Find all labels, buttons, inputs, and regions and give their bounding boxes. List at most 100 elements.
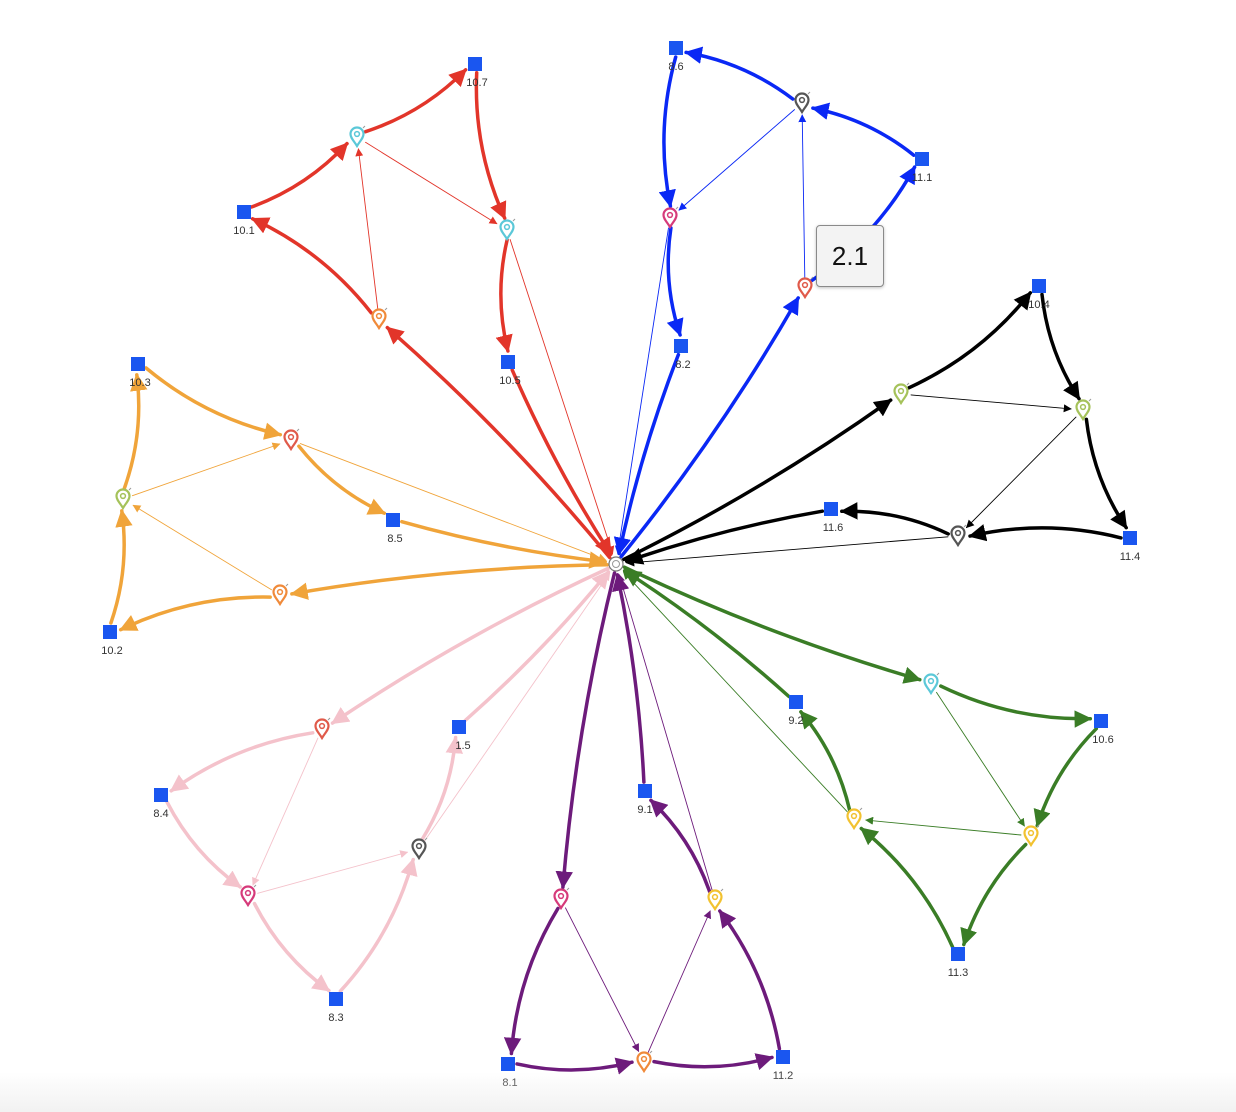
edge-s114-pK3[interactable]	[968, 524, 1123, 542]
square-node-8.1[interactable]: 8.1	[501, 1057, 518, 1089]
square-node-10.5[interactable]: 10.5	[499, 355, 521, 387]
square-node-10.3[interactable]: 10.3	[129, 357, 151, 389]
square-node-8.3[interactable]: 8.3	[328, 992, 344, 1024]
edge-pR1-pR2[interactable]	[365, 141, 498, 225]
edge-pK1-s104[interactable]	[907, 291, 1033, 390]
edge-pG1-pG3[interactable]	[936, 691, 1025, 827]
edge-pG1-s106[interactable]	[939, 684, 1093, 728]
square-node-marker[interactable]	[237, 205, 251, 219]
edge-hub-pP1[interactable]	[330, 566, 610, 725]
edge-pU3-pU2[interactable]	[647, 910, 711, 1054]
edge-s106-pG3[interactable]	[1033, 726, 1099, 828]
square-node-marker[interactable]	[452, 720, 466, 734]
map-pin-icon[interactable]	[115, 487, 132, 511]
square-node-11.3[interactable]: 11.3	[948, 947, 969, 979]
square-node-marker[interactable]	[154, 788, 168, 802]
map-pin-icon[interactable]	[1023, 824, 1040, 848]
edge-s91-hub[interactable]	[612, 573, 646, 784]
edge-s101-pR1[interactable]	[249, 141, 349, 209]
map-pin-icon[interactable]	[499, 218, 516, 242]
edge-pK3-s116[interactable]	[840, 502, 950, 536]
map-pin-icon[interactable]	[411, 837, 428, 861]
edge-s86-pB2[interactable]	[658, 55, 678, 208]
square-node-marker[interactable]	[951, 947, 965, 961]
square-node-8.5[interactable]: 8.5	[386, 513, 403, 545]
square-node-9.2[interactable]: 9.2	[788, 695, 804, 727]
edge-pR1-s107[interactable]	[363, 68, 468, 134]
map-pin-icon[interactable]	[283, 428, 300, 452]
square-node-marker[interactable]	[1123, 531, 1137, 545]
square-node-11.4[interactable]: 11.4	[1120, 531, 1141, 563]
square-node-marker[interactable]	[638, 784, 652, 798]
edge-pR2-s105[interactable]	[495, 238, 513, 353]
edge-hub-pU1[interactable]	[555, 571, 617, 889]
square-node-marker[interactable]	[468, 57, 482, 71]
square-node-marker[interactable]	[501, 355, 515, 369]
map-pin-icon[interactable]	[950, 524, 967, 548]
edge-s81-pU3[interactable]	[515, 1057, 634, 1075]
square-node-8.2[interactable]: 8.2	[674, 339, 691, 371]
edge-pK2-s114[interactable]	[1084, 417, 1128, 530]
square-node-9.1[interactable]: 9.1	[637, 784, 653, 816]
edge-pK1-pK2[interactable]	[910, 394, 1072, 413]
edge-pP3-pP2[interactable]	[257, 850, 409, 894]
edge-hub-pO3[interactable]	[290, 563, 609, 600]
map-pin-icon[interactable]	[371, 307, 388, 331]
edge-pB2-s82[interactable]	[666, 226, 684, 337]
map-pin-icon[interactable]	[314, 717, 331, 741]
edge-pP1-pP3[interactable]	[252, 737, 319, 886]
edge-pG3-s113[interactable]	[960, 842, 1028, 947]
edge-s105-hub[interactable]	[510, 368, 613, 557]
square-node-marker[interactable]	[824, 502, 838, 516]
edge-pB1-pB2[interactable]	[678, 109, 795, 211]
square-node-10.2[interactable]: 10.2	[101, 625, 123, 657]
edge-s102-pO2[interactable]	[109, 509, 133, 625]
edge-s104-pK2[interactable]	[1040, 292, 1081, 401]
edge-pP2-hub[interactable]	[424, 572, 611, 842]
map-pin-icon[interactable]	[662, 206, 679, 230]
square-node-11.1[interactable]: 11.1	[912, 152, 933, 184]
edge-pU2-s91[interactable]	[649, 798, 712, 894]
square-node-marker[interactable]	[329, 992, 343, 1006]
edge-pR3-pR1[interactable]	[355, 148, 379, 310]
square-node-8.6[interactable]: 8.6	[668, 41, 684, 73]
edge-pG3-pG2[interactable]	[865, 816, 1022, 836]
edge-pU2-hub[interactable]	[617, 573, 713, 891]
square-node-10.4[interactable]: 10.4	[1028, 279, 1050, 311]
edge-s92-hub[interactable]	[622, 568, 791, 699]
edge-s85-hub[interactable]	[400, 519, 607, 569]
edge-pB1-s86[interactable]	[684, 46, 795, 101]
square-node-marker[interactable]	[501, 1057, 515, 1071]
edge-pK3-hub[interactable]	[626, 536, 949, 567]
map-pin-icon[interactable]	[794, 91, 811, 115]
edge-s112-pU2[interactable]	[718, 909, 782, 1051]
edge-pO1-s85[interactable]	[297, 444, 387, 515]
edge-pB2-hub[interactable]	[614, 227, 669, 554]
edge-pG2-hub[interactable]	[622, 571, 848, 813]
square-node-1.5[interactable]: 1.5	[452, 720, 471, 752]
square-node-10.6[interactable]: 10.6	[1092, 714, 1114, 746]
map-pin-icon[interactable]	[846, 807, 863, 831]
square-node-10.7[interactable]: 10.7	[466, 57, 488, 89]
edge-hub-pB3[interactable]	[619, 296, 800, 559]
hub-icon[interactable]	[608, 556, 624, 572]
map-pin-icon[interactable]	[707, 888, 724, 912]
square-node-marker[interactable]	[915, 152, 929, 166]
map-pin-icon[interactable]	[797, 276, 814, 300]
map-pin-icon[interactable]	[636, 1050, 653, 1074]
square-node-11.6[interactable]: 11.6	[823, 502, 844, 534]
map-pin-icon[interactable]	[240, 884, 257, 908]
edge-s116-hub[interactable]	[624, 509, 825, 565]
edge-pO1-hub[interactable]	[299, 443, 607, 562]
square-node-marker[interactable]	[669, 41, 683, 55]
edge-s84-pP3[interactable]	[165, 800, 242, 889]
edge-hub-pK1[interactable]	[621, 398, 893, 562]
square-node-marker[interactable]	[674, 339, 688, 353]
square-node-marker[interactable]	[131, 357, 145, 371]
edge-s82-hub[interactable]	[613, 352, 681, 556]
edge-pR3-s101[interactable]	[250, 217, 373, 315]
square-node-marker[interactable]	[1032, 279, 1046, 293]
edge-s113-pG2[interactable]	[859, 826, 955, 949]
edge-s103-pO1[interactable]	[144, 366, 283, 440]
